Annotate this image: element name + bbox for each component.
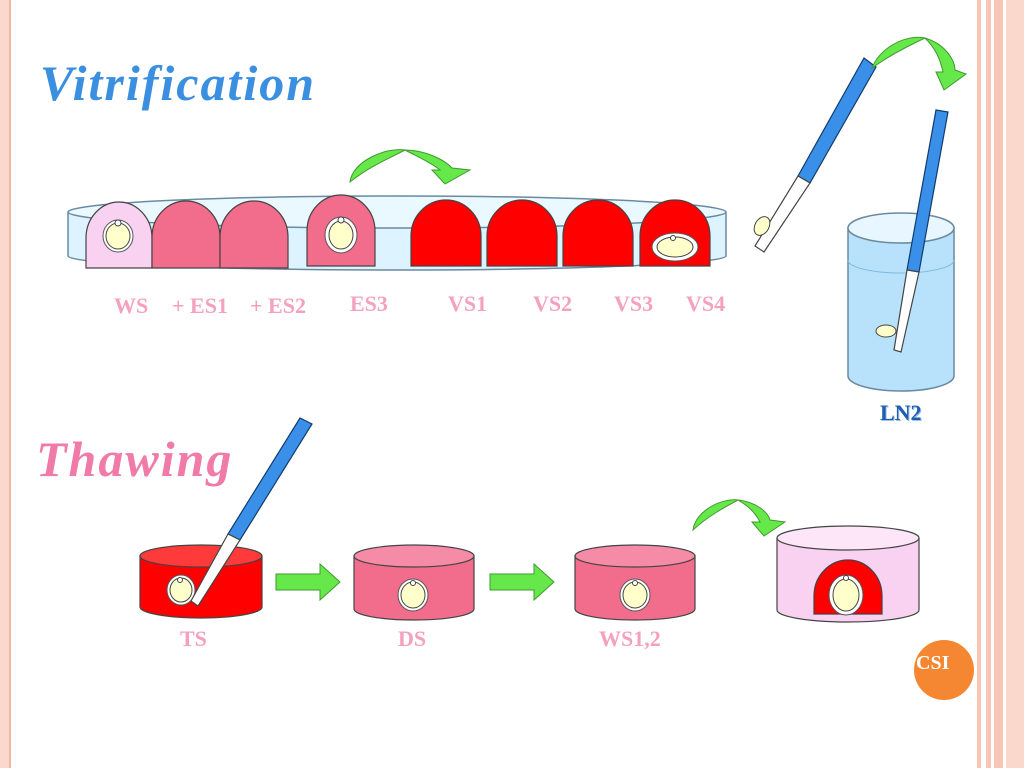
straw-thawing [190,417,313,607]
label-ts: TS [180,626,207,651]
right-border-stripe-3 [994,0,1003,768]
csi-badge [914,640,974,700]
drop-vs3 [562,199,634,267]
label-ws: WS [114,293,149,318]
right-border-stripe-2 [986,0,991,768]
ln2-container [847,212,955,392]
drop-vs2 [486,199,558,267]
drop-vs1 [410,199,482,267]
label-vs2: VS2 [533,291,573,316]
plunge-arrow-icon [870,36,968,91]
label-vs3: VS3 [614,291,654,316]
straw-in-ln2 [875,109,949,353]
arrow-right-icon-2 [489,562,555,602]
left-border-stripe [0,0,9,768]
straw-loaded [753,57,877,253]
vitrification-title: Vitrification [40,55,317,111]
drop-vs4 [639,199,711,267]
transfer-arrow-icon [349,149,472,185]
label-es3: ES3 [350,291,388,316]
label-ln2: LN2 [880,400,922,425]
csi-badge-text: CSI [916,652,950,674]
drop-ws [85,201,153,269]
dish-ws12 [574,544,696,621]
right-border-stripe-1 [977,0,981,768]
drop-es1 [151,200,221,269]
label-vs4: VS4 [686,291,726,316]
label-es1: + ES1 [172,293,228,318]
right-border-stripe-4 [1006,0,1024,768]
label-ws12: WS1,2 [599,626,661,651]
left-border-line [9,0,11,768]
drop-es3 [306,194,376,267]
label-vs1: VS1 [448,291,488,316]
label-es2: + ES2 [250,293,306,318]
dish-culture [776,525,920,623]
drop-es2 [219,200,289,269]
arrow-right-icon-1 [275,562,341,602]
label-ds: DS [398,626,427,651]
dish-ds [353,544,475,621]
thawing-title: Thawing [36,431,234,487]
transfer-arrow-icon-2 [692,499,787,537]
dish-ts [139,544,263,619]
